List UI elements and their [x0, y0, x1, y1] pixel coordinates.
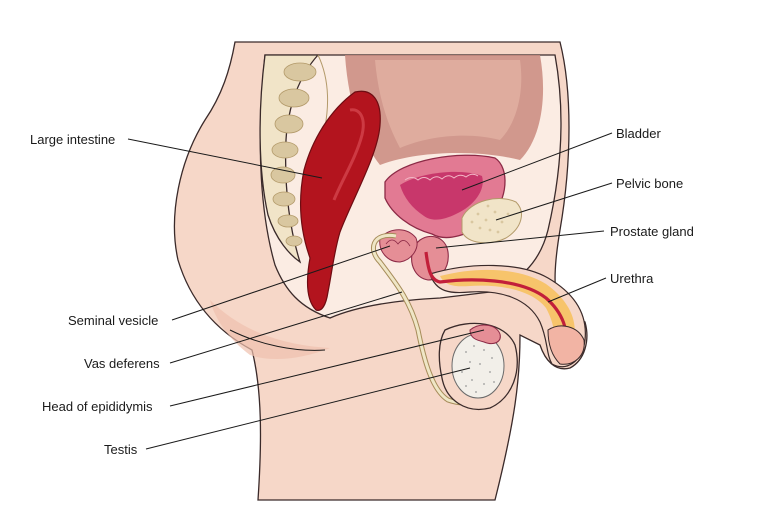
label-vas-deferens: Vas deferens	[84, 356, 160, 371]
abdominal-cavity-highlight	[375, 60, 521, 148]
testis	[452, 334, 504, 398]
label-testis: Testis	[104, 442, 138, 457]
label-large-intestine: Large intestine	[30, 132, 115, 147]
label-seminal-vesicle: Seminal vesicle	[68, 313, 158, 328]
label-head-of-epididymis: Head of epididymis	[42, 399, 153, 414]
label-urethra: Urethra	[610, 271, 654, 286]
label-pelvic-bone: Pelvic bone	[616, 176, 683, 191]
label-bladder: Bladder	[616, 126, 661, 141]
label-prostate-gland: Prostate gland	[610, 224, 694, 239]
